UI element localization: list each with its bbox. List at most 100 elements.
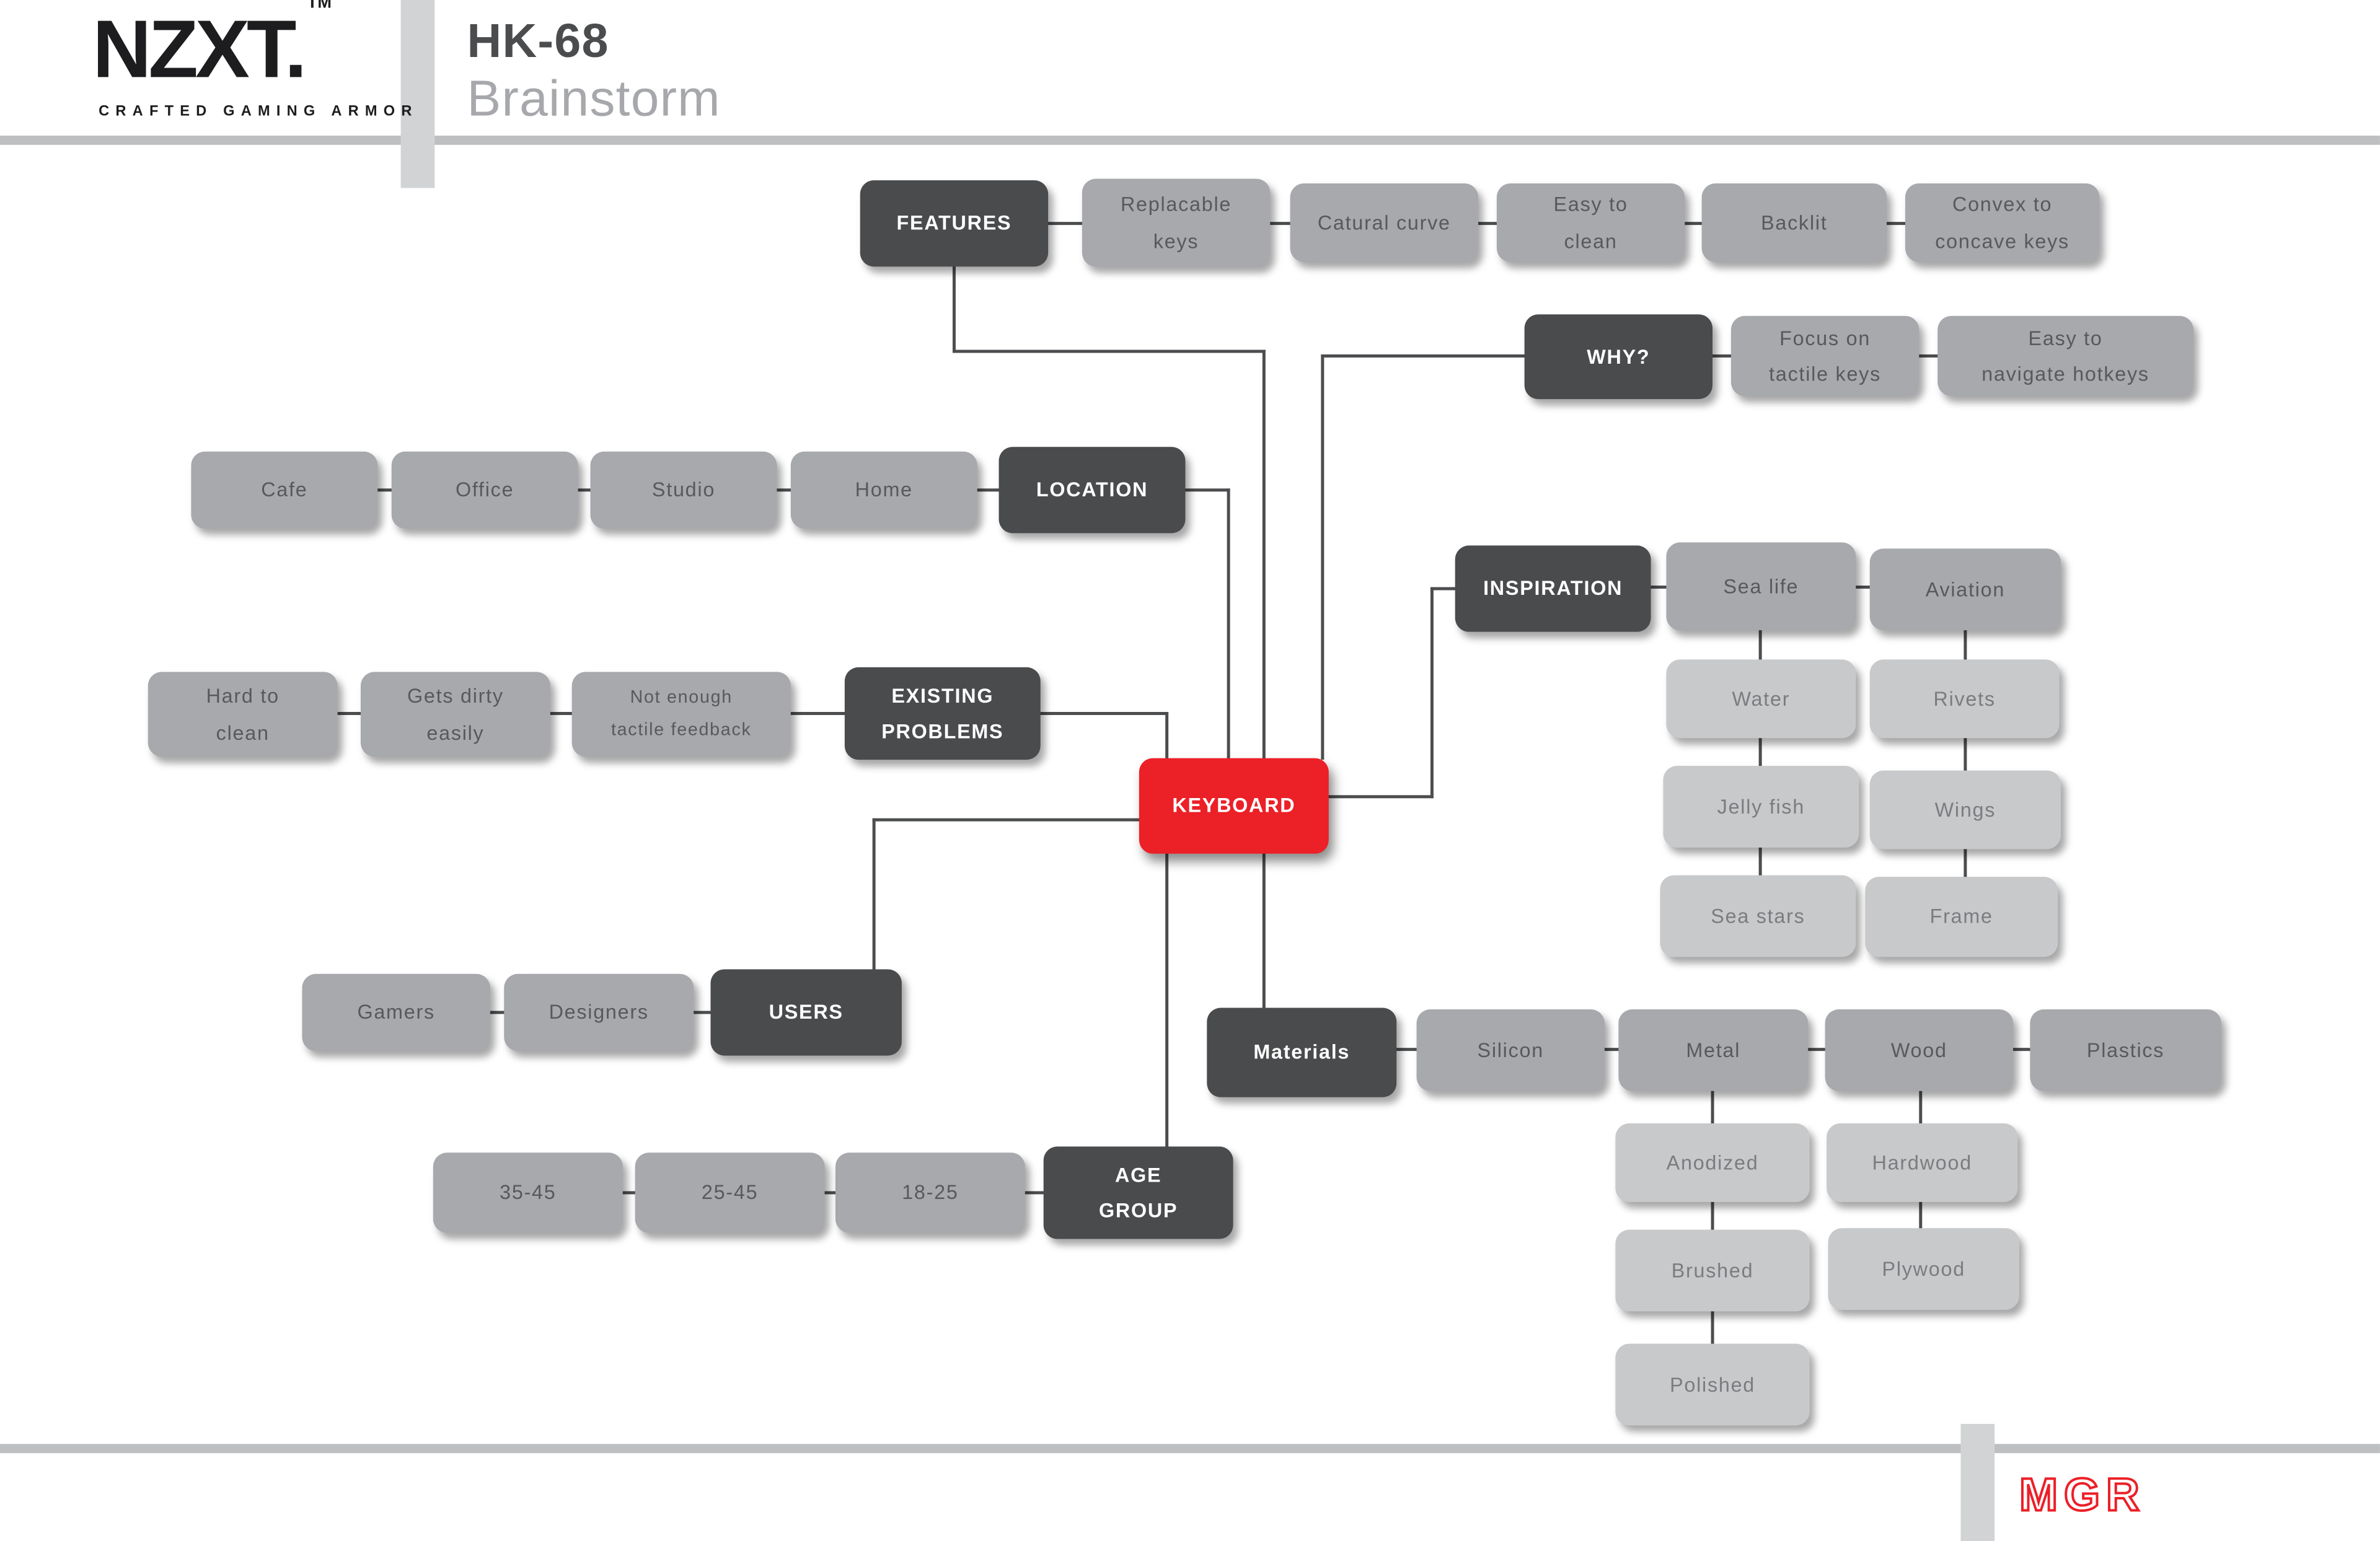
node-frame: Frame: [1865, 877, 2058, 957]
node-polished: Polished: [1615, 1343, 1810, 1426]
connector-line: [1430, 587, 1457, 590]
node-catural-curve: Catural curve: [1290, 183, 1479, 262]
connector-line: [1165, 852, 1168, 1148]
connector-line: [1165, 712, 1168, 760]
node-label: Cafe: [261, 478, 308, 502]
connector-line: [1227, 488, 1230, 760]
connector-line: [976, 488, 1000, 491]
connector-line: [1047, 222, 1083, 225]
node-label: Easy to: [1553, 193, 1628, 216]
node-label: Silicon: [1477, 1038, 1544, 1062]
mgr-logo: MGR: [2018, 1467, 2141, 1521]
node-label: Convex to: [1952, 193, 2053, 216]
node-label: Polished: [1670, 1372, 1756, 1396]
connector-line: [1395, 1048, 1418, 1051]
node-label: GROUP: [1098, 1198, 1178, 1223]
connector-line: [873, 819, 876, 971]
node-cafe: Cafe: [191, 451, 378, 529]
node-easy-to-clean: Easy to clean: [1496, 183, 1685, 262]
node-label: Hard to: [206, 684, 280, 708]
connector-line: [953, 350, 1266, 353]
connector-line: [1918, 354, 1939, 358]
node-focus-tactile: Focus on tactile keys: [1730, 315, 1919, 397]
node-home: Home: [790, 451, 977, 529]
node-label: 18-25: [902, 1180, 959, 1205]
node-designers: Designers: [504, 973, 694, 1051]
node-features: FEATURES: [860, 180, 1049, 267]
connector-line: [1430, 587, 1434, 798]
node-studio: Studio: [590, 451, 777, 529]
trademark-mark: TM: [307, 0, 332, 13]
node-wings: Wings: [1869, 770, 2061, 850]
node-gamers: Gamers: [302, 973, 490, 1051]
node-wood: Wood: [1825, 1009, 2014, 1091]
node-label: Focus on: [1779, 326, 1871, 349]
node-label: Hardwood: [1872, 1151, 1972, 1174]
connector-line: [1321, 354, 1324, 760]
node-label: Jelly fish: [1717, 794, 1805, 819]
node-label: Sea stars: [1711, 904, 1805, 928]
connector-line: [1711, 1089, 1714, 1347]
footer-rule: [0, 1444, 2380, 1454]
node-materials: Materials: [1207, 1008, 1397, 1097]
node-label: FEATURES: [896, 211, 1012, 235]
node-label: keys: [1153, 229, 1199, 252]
connector-line: [488, 1011, 506, 1014]
node-why: WHY?: [1524, 314, 1713, 400]
node-metal: Metal: [1618, 1009, 1809, 1091]
connector-line: [1963, 629, 1967, 880]
connector-line: [1759, 629, 1762, 879]
node-label: Wood: [1890, 1038, 1947, 1062]
node-users: USERS: [710, 969, 902, 1056]
connector-line: [1184, 488, 1230, 491]
node-label: Frame: [1929, 905, 1993, 928]
brand-tagline: CRAFTED GAMING ARMOR: [99, 103, 418, 120]
node-hardwood: Hardwood: [1827, 1123, 2018, 1202]
node-age-25-45: 25-45: [635, 1152, 825, 1233]
node-label: Aviation: [1925, 577, 2006, 601]
page-subtitle: Brainstorm: [467, 69, 721, 126]
connector-line: [1327, 795, 1434, 798]
connector-line: [376, 488, 393, 491]
node-label: Designers: [549, 1000, 649, 1024]
node-inspiration: INSPIRATION: [1455, 545, 1651, 632]
connector-line: [789, 712, 846, 715]
connector-line: [2012, 1048, 2032, 1051]
node-label: clean: [1564, 229, 1618, 252]
connector-line: [692, 1011, 712, 1014]
node-anodized: Anodized: [1615, 1123, 1810, 1202]
connector-line: [1321, 354, 1526, 358]
connector-line: [823, 1191, 837, 1194]
connector-line: [1854, 586, 1871, 589]
nzxt-logo: NZXT.TM: [92, 0, 332, 97]
connector-line: [1039, 712, 1168, 715]
connector-line: [1023, 1191, 1045, 1194]
node-sea-stars: Sea stars: [1660, 875, 1856, 957]
node-label: Not enough: [630, 688, 733, 708]
node-label: EXISTING: [891, 683, 994, 707]
node-label: tactile keys: [1769, 362, 1881, 385]
node-label: concave keys: [1935, 229, 2069, 252]
page-title: HK-68: [467, 14, 609, 68]
node-age-18-25: 18-25: [835, 1152, 1025, 1233]
node-label: Anodized: [1666, 1151, 1759, 1174]
connector-line: [576, 488, 592, 491]
node-age-35-45: 35-45: [433, 1152, 623, 1233]
node-label: Plastics: [2086, 1038, 2165, 1062]
node-label: Gets dirty: [407, 684, 504, 708]
node-label: Gamers: [357, 1000, 435, 1024]
node-label: Replacable: [1120, 193, 1232, 216]
node-label: Backlit: [1761, 211, 1828, 234]
node-office: Office: [391, 451, 578, 529]
node-replacable-keys: Replacable keys: [1082, 178, 1271, 267]
node-silicon: Silicon: [1416, 1009, 1605, 1091]
node-label: Office: [455, 478, 514, 502]
node-plastics: Plastics: [2030, 1009, 2221, 1091]
node-label: Wings: [1934, 797, 1996, 822]
connector-line: [873, 819, 1140, 822]
connector-line: [1807, 1048, 1827, 1051]
